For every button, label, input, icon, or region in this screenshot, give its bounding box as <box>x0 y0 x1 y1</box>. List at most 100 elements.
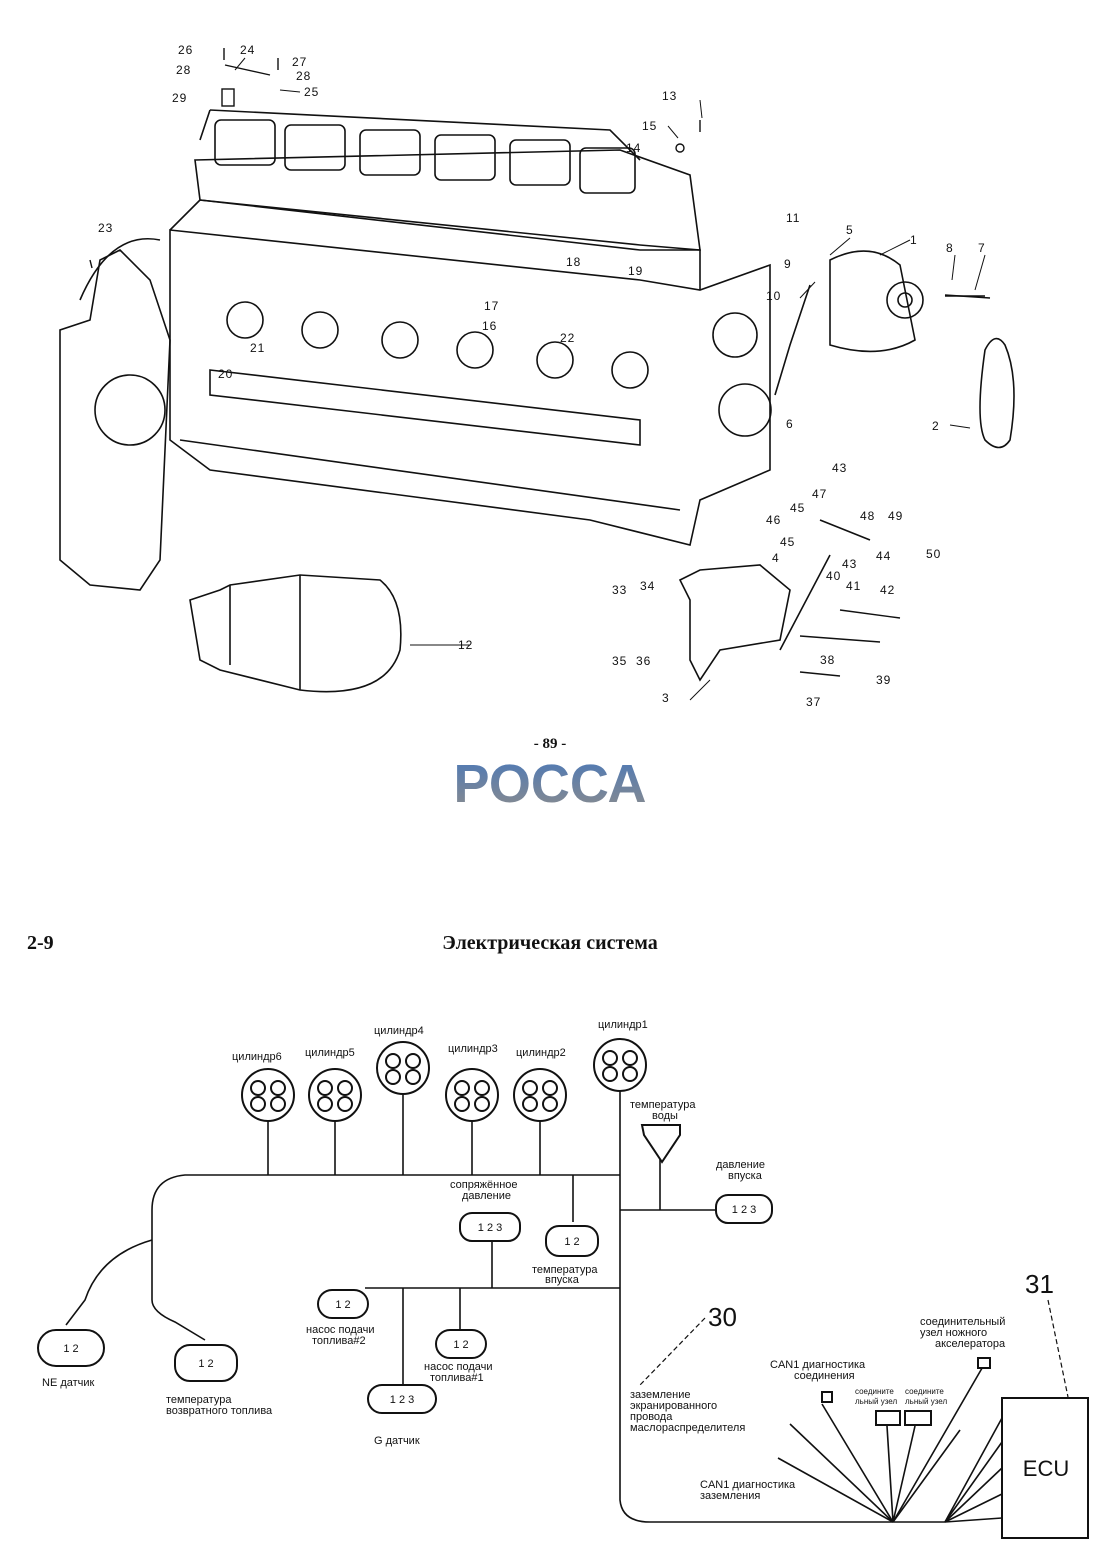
callout-34: 34 <box>640 579 655 593</box>
callout-40: 40 <box>826 569 841 583</box>
can1-diag-conn-box <box>821 1391 833 1403</box>
callout-26: 26 <box>178 43 193 57</box>
callout-16: 16 <box>482 319 497 333</box>
callout-48: 48 <box>860 509 875 523</box>
callout-35: 35 <box>612 654 627 668</box>
intake-temp-label-2: впуска <box>545 1274 580 1286</box>
cylinder3-label: цилиндр3 <box>448 1043 498 1055</box>
callout-29: 29 <box>172 91 187 105</box>
accel-node-label-3: акселератора <box>935 1338 1006 1350</box>
page-number: - 89 - <box>533 736 567 752</box>
ne-sensor-connector <box>37 1329 105 1367</box>
cylinder3-connector <box>445 1068 499 1122</box>
callout-45b: 45 <box>780 535 795 549</box>
cylinder4-label: цилиндр4 <box>374 1025 424 1037</box>
callout-22: 22 <box>560 331 575 345</box>
can1-diag-conn-label-2: соединения <box>794 1370 855 1382</box>
shield-ground-label-2: экранированного <box>630 1400 717 1412</box>
cylinder4-connector <box>376 1041 430 1095</box>
accel-node-label-1: соединительный <box>920 1316 1005 1328</box>
fuel-pump-2-label-1: насос подачи <box>306 1324 375 1336</box>
callout-28b: 28 <box>296 69 311 83</box>
callout-28a: 28 <box>176 63 191 77</box>
rail-pressure-pins: 1 2 3 <box>478 1222 502 1234</box>
fuel-pump-1-connector <box>435 1329 487 1359</box>
callout-42: 42 <box>880 583 895 597</box>
section-number: 2-9 <box>27 932 54 954</box>
cylinder2-connector <box>513 1068 567 1122</box>
callout-15: 15 <box>642 119 657 133</box>
callout-7: 7 <box>978 241 986 255</box>
fuel-pump-2-label-2: топлива#2 <box>312 1335 366 1347</box>
callout-27: 27 <box>292 55 307 69</box>
callout-38: 38 <box>820 653 835 667</box>
cylinder-connectors <box>241 1038 647 1122</box>
callout-37: 37 <box>806 695 821 709</box>
cylinder1-connector <box>593 1038 647 1092</box>
callout-50: 50 <box>926 547 941 561</box>
return-fuel-temp-pins: 1 2 <box>198 1358 213 1370</box>
callout-45a: 45 <box>790 501 805 515</box>
callout-1: 1 <box>910 233 918 247</box>
wiring-harness-diagram: 1 2 3 1 2 3 1 2 1 2 1 2 1 2 1 2 1 2 3 ци… <box>37 1019 1089 1539</box>
callout-18: 18 <box>566 255 581 269</box>
callout-41: 41 <box>846 579 861 593</box>
section-title: Электрическая система <box>442 932 658 954</box>
fuel-pump-1-label-1: насос подачи <box>424 1361 493 1373</box>
callout-46: 46 <box>766 513 781 527</box>
cylinder6-label: цилиндр6 <box>232 1051 282 1063</box>
return-fuel-temp-label-1: температура <box>166 1394 232 1406</box>
callout-5: 5 <box>846 223 854 237</box>
shield-ground-label-4: маслораспределителя <box>630 1422 745 1434</box>
ecu-label: ECU <box>1023 1456 1069 1481</box>
cylinder1-label: цилиндр1 <box>598 1019 648 1031</box>
callout-2: 2 <box>932 419 940 433</box>
g-sensor-pins: 1 2 3 <box>390 1394 414 1406</box>
callout-19: 19 <box>628 264 643 278</box>
fuel-pump-2-connector <box>317 1289 369 1319</box>
water-temp-label-2: воды <box>652 1110 678 1122</box>
callout-3: 3 <box>662 691 670 705</box>
node-a-label-2: льный узел <box>855 1397 897 1406</box>
callout-10: 10 <box>766 289 781 303</box>
callout-14: 14 <box>626 141 641 155</box>
ecu-box <box>1001 1397 1089 1539</box>
callout-33: 33 <box>612 583 627 597</box>
cylinder6-connector <box>241 1068 295 1122</box>
g-sensor-connector <box>367 1384 437 1414</box>
can1-diag-ground-label-1: CAN1 диагностика <box>700 1479 796 1491</box>
can1-diag-conn-label-1: CAN1 диагностика <box>770 1359 866 1371</box>
callout-44: 44 <box>876 549 891 563</box>
reference-31: 31 <box>1025 1269 1054 1299</box>
rail-pressure-label-1: сопряжённое <box>450 1179 518 1191</box>
rossa-logo: РОССА <box>454 754 647 812</box>
fuel-pump-1-label-2: топлива#1 <box>430 1372 484 1384</box>
fuel-pump-1-pins: 1 2 <box>453 1339 468 1351</box>
svg-text:РОССА: РОССА <box>454 754 647 812</box>
accel-node-box <box>977 1357 991 1369</box>
cylinder5-label: цилиндр5 <box>305 1047 355 1059</box>
callout-8: 8 <box>946 241 954 255</box>
return-fuel-temp-label-2: возвратного топлива <box>166 1405 273 1417</box>
fuel-pump-2-pins: 1 2 <box>335 1299 350 1311</box>
callout-36: 36 <box>636 654 651 668</box>
cylinder2-label: цилиндр2 <box>516 1047 566 1059</box>
node-b-label-2: льный узел <box>905 1397 947 1406</box>
callout-47: 47 <box>812 487 827 501</box>
node-b-box <box>904 1410 932 1426</box>
callout-20: 20 <box>218 367 233 381</box>
callout-12: 12 <box>458 638 473 652</box>
callout-11: 11 <box>786 211 800 225</box>
return-fuel-temp-connector <box>174 1344 238 1382</box>
intake-temp-connector <box>545 1225 599 1257</box>
callout-23: 23 <box>98 221 113 235</box>
callout-6: 6 <box>786 417 794 431</box>
intake-pressure-label-2: впуска <box>728 1170 763 1182</box>
intake-temp-pins: 1 2 <box>564 1236 579 1248</box>
intake-pressure-connector <box>715 1194 773 1224</box>
can1-diag-ground-label-2: заземления <box>700 1490 760 1502</box>
callout-43b: 43 <box>842 557 857 571</box>
shield-ground-label-3: провода <box>630 1411 673 1423</box>
node-b-label-1: соедините <box>905 1387 944 1396</box>
callout-21: 21 <box>250 341 265 355</box>
